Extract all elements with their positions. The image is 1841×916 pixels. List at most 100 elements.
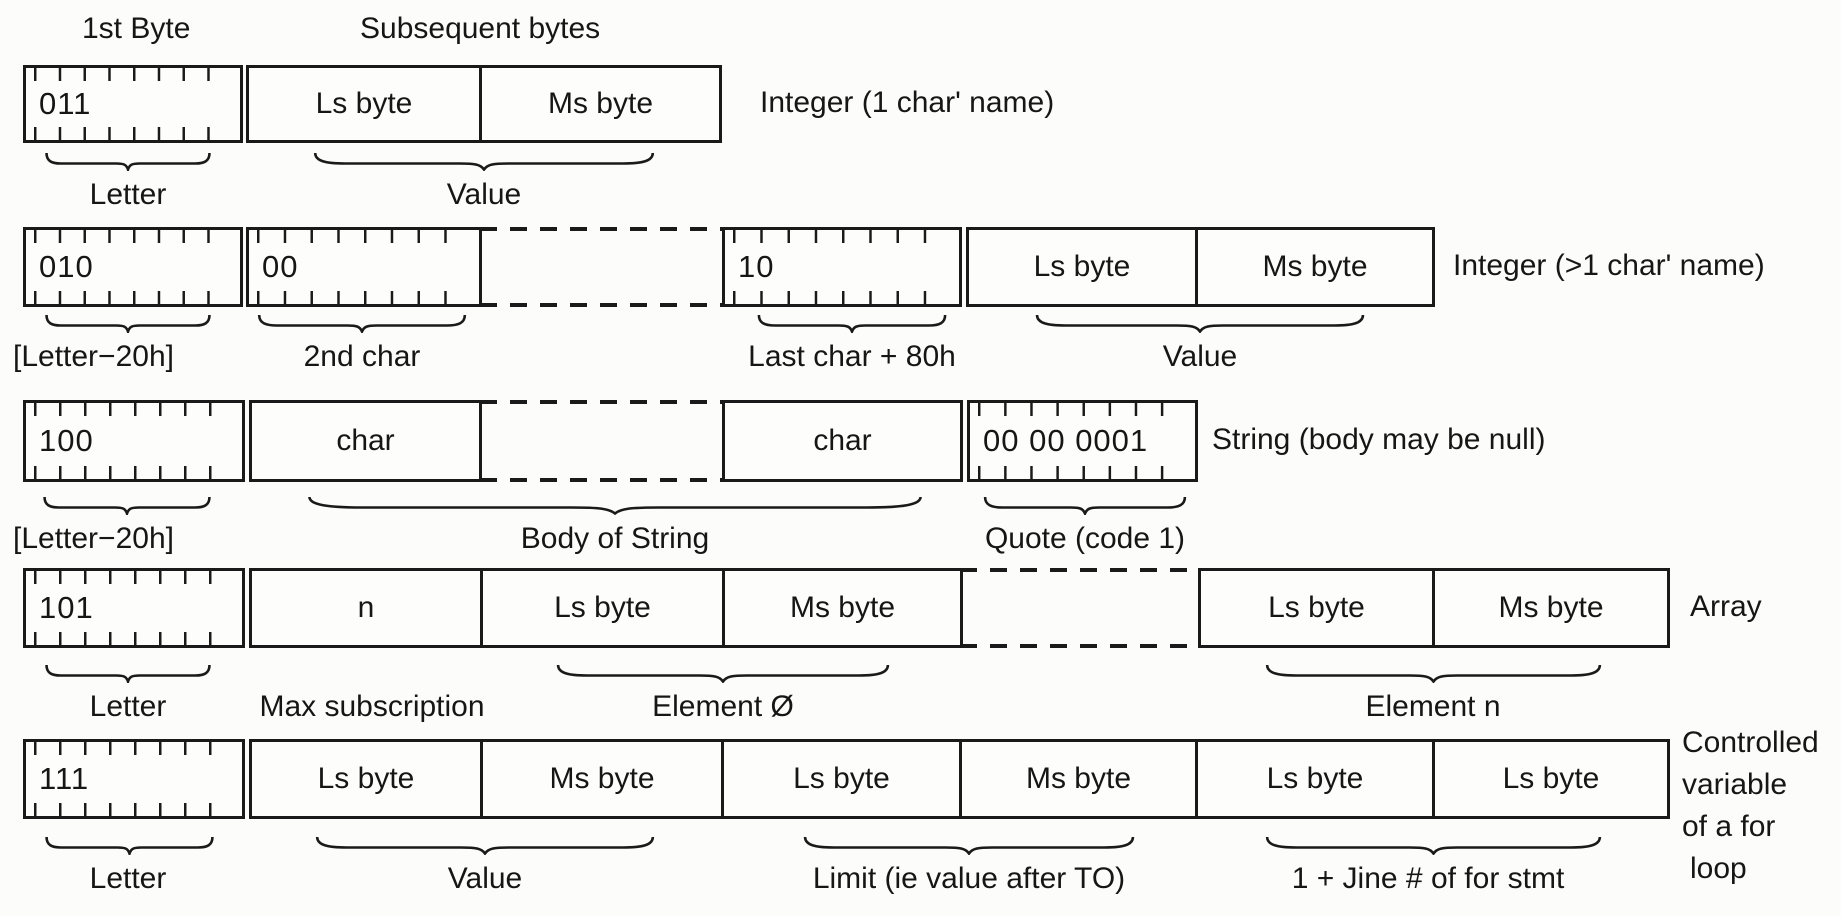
row2-last-char-cell: 10	[722, 227, 962, 307]
row1-first-byte-cell: 011	[23, 65, 243, 143]
row3-char-cell: char	[249, 400, 482, 482]
cell-text: Ls byte	[1502, 762, 1600, 795]
cell-text: Ms byte	[549, 762, 655, 795]
row5-caption-line-number: 1 + Jine # of for stmt	[1291, 862, 1565, 895]
row5-type-line: Controlled	[1682, 726, 1819, 759]
cell-text: Ms byte	[789, 591, 896, 624]
row2-first-byte-cell: 010	[23, 227, 243, 307]
cell-text: Ls byte	[554, 591, 651, 624]
bit-ticks	[34, 632, 234, 645]
cell-text: Ms byte	[547, 87, 654, 120]
row4-max-subscript-cell: n	[249, 568, 483, 648]
header-subsequent-bytes: Subsequent bytes	[360, 12, 601, 45]
cell-text: char	[813, 424, 872, 457]
cell-text: 10	[738, 249, 775, 284]
bit-ticks	[978, 403, 1187, 416]
underbrace	[1262, 836, 1605, 855]
underbrace	[45, 836, 214, 855]
row1-caption-letter: Letter	[89, 178, 167, 211]
row4-ms-byte-cell: Ms byte	[722, 568, 963, 648]
row2-second-char-cell: 00	[246, 227, 482, 307]
bit-ticks	[34, 403, 234, 416]
cell-text: 010	[39, 249, 94, 284]
row3-first-byte-cell: 100	[23, 400, 245, 482]
cell-text: Ms byte	[1262, 250, 1368, 283]
row5-first-byte-cell: 111	[23, 739, 245, 819]
cell-text: Ls byte	[315, 87, 413, 120]
underbrace	[43, 496, 211, 515]
underbrace	[45, 664, 211, 683]
cell-text: 00	[262, 249, 299, 284]
row2-caption-letter-20h: [Letter−20h]	[13, 340, 174, 373]
row1-ms-byte-cell: Ms byte	[479, 65, 722, 143]
row5-limit-ls-cell: Ls byte	[721, 739, 962, 819]
underbrace	[312, 836, 658, 855]
row4-caption-element-n: Element n	[1365, 690, 1501, 723]
ellipsis-dashed-top	[480, 400, 726, 404]
row2-type-label: Integer (>1 char' name)	[1453, 249, 1765, 282]
row3-char-cell-2: char	[722, 400, 963, 482]
bit-ticks	[34, 742, 234, 755]
bit-ticks	[34, 466, 234, 479]
cell-text: 101	[39, 590, 94, 625]
row4-caption-element-0: Element Ø	[652, 690, 794, 723]
row5-caption-letter: Letter	[89, 862, 167, 895]
row4-ls-byte-cell: Ls byte	[480, 568, 725, 648]
cell-text: Ms byte	[1025, 762, 1132, 795]
row3-caption-body: Body of String	[520, 522, 710, 555]
row4-caption-letter: Letter	[89, 690, 167, 723]
bit-ticks	[733, 230, 951, 243]
row5-value-ls-cell: Ls byte	[249, 739, 483, 819]
cell-text: 111	[39, 761, 90, 796]
row4-ls-byte-cell-2: Ls byte	[1198, 568, 1435, 648]
row5-type-line: loop	[1690, 852, 1747, 885]
row4-type-label: Array	[1690, 590, 1762, 623]
row2-ms-byte-cell: Ms byte	[1195, 227, 1435, 307]
ellipsis-dashed-bottom	[480, 478, 726, 482]
cell-text: Ls byte	[793, 762, 890, 795]
row1-caption-value: Value	[446, 178, 522, 211]
cell-text: Ms byte	[1498, 591, 1604, 624]
row3-caption-letter-20h: [Letter−20h]	[13, 522, 174, 555]
cell-text: Ls byte	[317, 762, 415, 795]
row2-caption-2nd-char: 2nd char	[303, 340, 421, 373]
row3-type-label: String (body may be null)	[1212, 423, 1546, 456]
row5-type-label: Controlled variable of a for loop	[1682, 722, 1819, 890]
row2-ls-byte-cell: Ls byte	[966, 227, 1198, 307]
underbrace	[45, 314, 211, 333]
underbrace	[1262, 664, 1605, 683]
bit-ticks	[978, 466, 1187, 479]
ellipsis-dashed-top	[480, 227, 726, 231]
row5-caption-limit: Limit (ie value after TO)	[812, 862, 1126, 895]
bit-ticks	[34, 127, 232, 140]
bit-ticks	[733, 291, 951, 304]
underbrace	[45, 152, 211, 171]
bit-ticks	[34, 803, 234, 816]
bit-ticks	[34, 230, 232, 243]
row1-type-label: Integer (1 char' name)	[760, 86, 1055, 119]
row5-type-line: variable	[1682, 768, 1788, 801]
cell-text: Ls byte	[1033, 250, 1131, 283]
row3-caption-quote: Quote (code 1)	[984, 522, 1186, 555]
ellipsis-dashed-bottom	[480, 303, 726, 307]
underbrace	[310, 152, 658, 171]
row4-caption-max-subscription: Max subscription	[259, 690, 485, 723]
cell-text: 011	[39, 86, 92, 121]
bit-ticks	[34, 291, 232, 304]
row2-caption-value: Value	[1162, 340, 1238, 373]
cell-text: Ls byte	[1266, 762, 1364, 795]
row5-line-ls-cell: Ls byte	[1195, 739, 1435, 819]
row5-limit-ms-cell: Ms byte	[959, 739, 1198, 819]
header-first-byte: 1st Byte	[82, 12, 191, 45]
cell-text: 00 00 0001	[983, 423, 1149, 458]
cell-text: n	[357, 591, 375, 624]
underbrace	[300, 496, 930, 515]
row5-value-ms-cell: Ms byte	[480, 739, 724, 819]
row4-first-byte-cell: 101	[23, 568, 245, 648]
row2-caption-last-char: Last char + 80h	[748, 340, 956, 373]
ellipsis-dashed-top	[960, 568, 1201, 572]
row4-ms-byte-cell-2: Ms byte	[1432, 568, 1670, 648]
underbrace	[553, 664, 893, 683]
underbrace	[1032, 314, 1368, 333]
row5-type-line: of a for	[1682, 810, 1776, 843]
